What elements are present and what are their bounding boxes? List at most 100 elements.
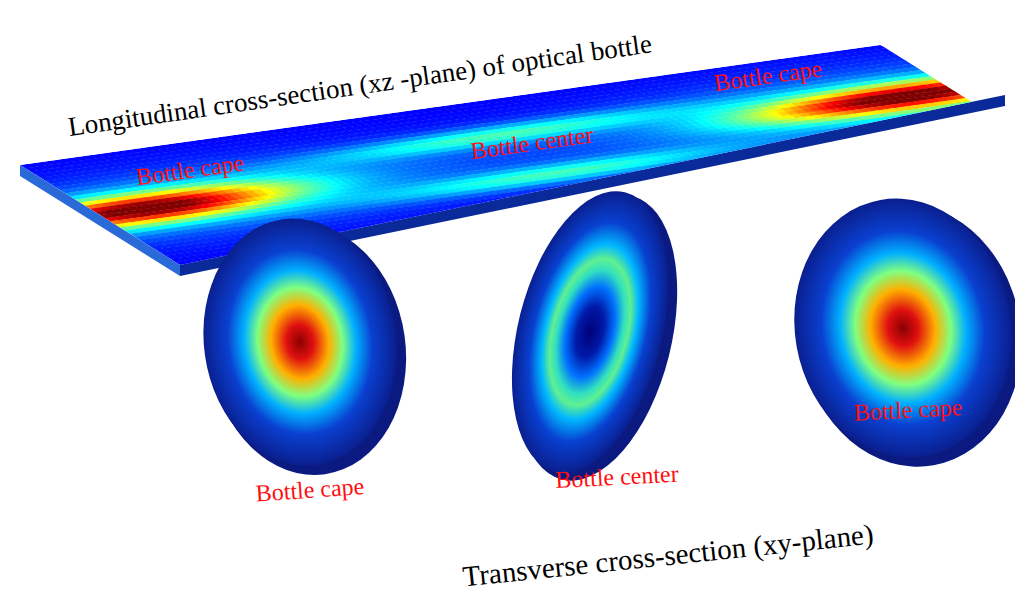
intensity-cell (577, 189, 591, 194)
intensity-cell (652, 194, 666, 199)
intensity-cell (632, 182, 646, 187)
intensity-cell (462, 213, 476, 218)
intensity-cell (551, 197, 565, 202)
intensity-cell (522, 197, 536, 202)
intensity-cell (478, 211, 492, 216)
intensity-cell (457, 210, 471, 215)
intensity-cell (417, 227, 431, 232)
intensity-cell (559, 196, 573, 201)
intensity-cell (546, 194, 560, 199)
intensity-cell (353, 228, 367, 233)
intensity-cell (527, 212, 541, 217)
intensity-cell (591, 180, 605, 185)
intensity-cell (444, 208, 458, 213)
intensity-cell (486, 210, 500, 215)
intensity-cell (543, 198, 557, 203)
intensity-cell (468, 205, 482, 210)
intensity-cell (496, 216, 510, 221)
intensity-cell (386, 231, 400, 236)
intensity-cell (373, 229, 387, 234)
intensity-cell (384, 224, 398, 229)
intensity-cell (559, 184, 573, 189)
intensity-cell (412, 224, 426, 229)
intensity-cell (423, 218, 437, 223)
intensity-cell (549, 189, 563, 194)
intensity-cell (402, 229, 416, 234)
intensity-cell (387, 220, 401, 225)
intensity-cell (647, 191, 661, 196)
intensity-cell (572, 198, 586, 203)
intensity-cell (483, 214, 497, 219)
intensity-cell (611, 181, 625, 186)
intensity-cell (603, 182, 617, 187)
intensity-cell (498, 212, 512, 217)
intensity-cell (476, 203, 490, 208)
intensity-cell (410, 216, 424, 221)
intensity-cell (622, 175, 636, 180)
intensity-cell (504, 203, 518, 208)
intensity-cell (519, 213, 533, 218)
intensity-cell (456, 221, 470, 226)
intensity-cell (452, 207, 466, 212)
intensity-cell (593, 187, 607, 192)
intensity-cell (533, 192, 547, 197)
intensity-cell (434, 213, 448, 218)
intensity-cell (517, 194, 531, 199)
intensity-cell (627, 179, 641, 184)
intensity-cell (441, 224, 455, 229)
intensity-cell (444, 219, 458, 224)
intensity-cell (530, 196, 544, 201)
intensity-cell (483, 202, 497, 207)
intensity-cell (441, 212, 455, 217)
intensity-cell (472, 219, 486, 224)
intensity-cell (473, 208, 487, 213)
intensity-cell (548, 201, 562, 206)
intensity-cell (619, 180, 633, 185)
intensity-cell (617, 172, 631, 177)
intensity-cell (425, 226, 439, 231)
intensity-cell (465, 209, 479, 214)
intensity-cell (569, 202, 583, 207)
intensity-cell (481, 207, 495, 212)
intensity-cell (583, 181, 597, 186)
intensity-cell (392, 223, 406, 228)
intensity-cell (449, 223, 463, 228)
intensity-cell (503, 215, 517, 220)
intensity-cell (537, 206, 551, 211)
intensity-cell (542, 209, 556, 214)
intensity-cell (491, 213, 505, 218)
intensity-cell (554, 193, 568, 198)
intensity-cell (532, 203, 546, 208)
intensity-cell (514, 210, 528, 215)
intensity-cell (499, 200, 513, 205)
intensity-cell (395, 219, 409, 224)
intensity-cell (538, 195, 552, 200)
intensity-cell (402, 218, 416, 223)
intensity-cell (426, 214, 440, 219)
intensity-cell (512, 202, 526, 207)
intensity-cell (439, 216, 453, 221)
intensity-cell (355, 236, 369, 241)
intensity-cell (467, 216, 481, 221)
intensity-cell (397, 226, 411, 231)
intensity-cell (553, 204, 567, 209)
intensity-cell (557, 188, 571, 193)
intensity-cell (629, 186, 643, 191)
intensity-cell (493, 209, 507, 214)
intensity-cell (556, 200, 570, 205)
intensity-cell (569, 190, 583, 195)
intensity-cell (598, 179, 612, 184)
intensity-cell (509, 206, 523, 211)
intensity-cell (470, 212, 484, 217)
intensity-cell (449, 211, 463, 216)
intensity-cell (575, 182, 589, 187)
intensity-cell (520, 201, 534, 206)
intensity-cell (501, 208, 515, 213)
intensity-cell (360, 227, 374, 232)
intensity-cell (561, 203, 575, 208)
intensity-cell (515, 198, 529, 203)
intensity-cell (454, 214, 468, 219)
intensity-cell (525, 193, 539, 198)
